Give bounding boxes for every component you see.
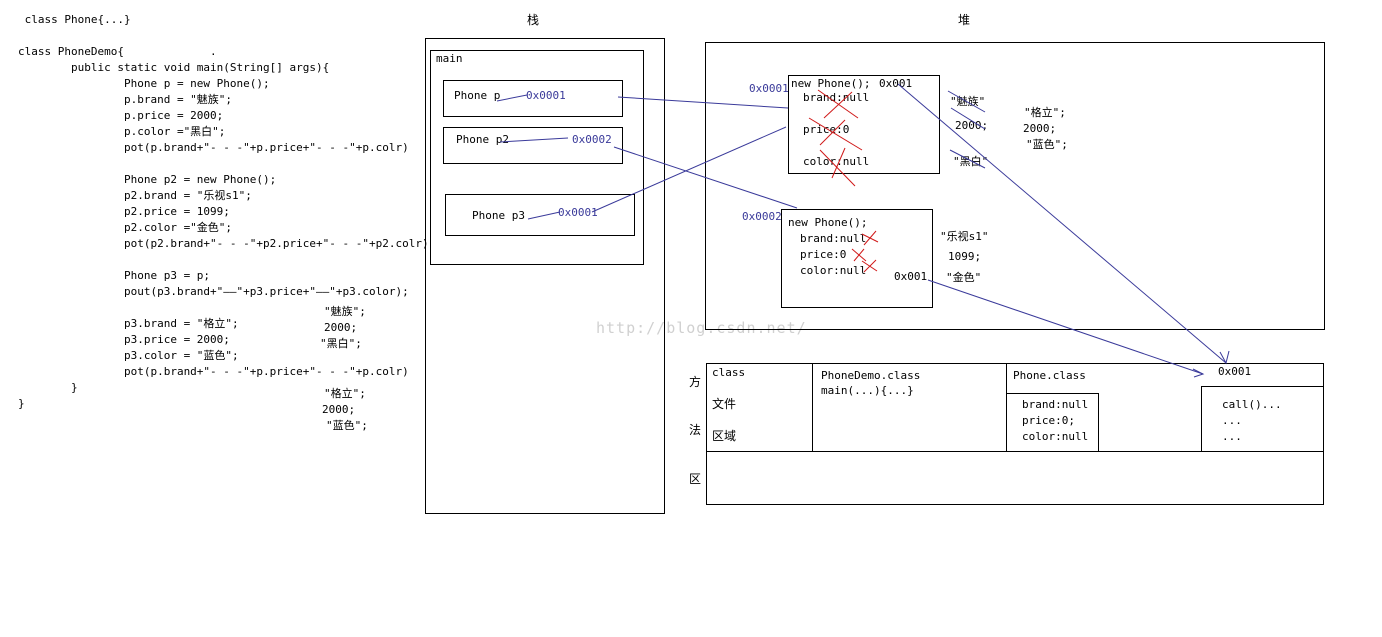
obj1-price-new: 2000; [1023,122,1057,135]
var-p2-box [443,127,623,164]
arrow-p3-tail [527,211,561,220]
var-p3-addr: 0x0001 [558,206,598,219]
stack-title: 栈 [527,13,540,27]
method-area-label-2: 法 [689,423,702,437]
output-brand-1: "魅族"; [324,305,366,318]
code-line: p3.brand = "格立"; [18,317,239,330]
var-p3-label: Phone p3 [472,209,525,222]
obj2-price-val: 1099; [948,250,982,263]
var-p-addr: 0x0001 [526,89,566,102]
var-p2-addr: 0x0002 [572,133,612,146]
code-line: class Phone{...} [18,13,131,26]
arrow-head-1 [1219,350,1230,365]
code-line: class PhoneDemo{ . [18,45,217,58]
method-area-label-3: 区 [689,472,702,486]
phone-field-color: color:null [1022,430,1089,443]
obj1-addr: 0x0001 [749,82,789,95]
reference-arrows [496,83,1230,378]
arrow-p-tail [496,94,528,102]
main-frame [430,50,644,265]
obj1-color: color:null [803,155,870,168]
var-p-label: Phone p [454,89,501,102]
arrow-p2-to-obj2 [613,146,798,209]
arrow-head-2 [1192,368,1205,378]
var-p3-box [445,194,635,236]
obj2-price: price:0 [800,248,847,261]
obj1-box [788,75,940,174]
heap-area [705,42,1325,330]
class-file-label-1: class [712,366,746,379]
code-line: } [18,397,25,410]
phone-class-fields [1006,393,1099,452]
code-line: p.brand = "魅族"; [18,93,233,106]
methods-addr: 0x001 [1218,365,1252,378]
value-strike-lines [947,90,986,169]
output-color-2: "蓝色"; [326,419,368,432]
arrow-obj1-to-methods [897,83,1227,364]
phonedemo-main: main(...){...} [821,384,914,397]
obj1-color-new: "蓝色"; [1026,138,1068,151]
code-line: Phone p2 = new Phone(); [18,173,277,186]
obj2-new: new Phone(); [788,216,868,229]
phone-field-price: price:0; [1022,414,1075,427]
output-price-1: 2000; [324,321,358,334]
obj2-addr: 0x0002 [742,210,782,223]
method-area-label-1: 方 [689,375,702,389]
arrow-obj2-to-methods [927,279,1204,375]
code-listing: class Phone{...} class PhoneDemo{ . publ… [18,12,429,412]
code-line: pot(p.brand+"- - -"+p.price+"- - -"+p.co… [18,141,409,154]
code-line: pot(p2.brand+"- - -"+p2.price+"- - -"+p2… [18,237,429,250]
obj2-color: color:null [800,264,867,277]
class-file-label-3: 区域 [712,429,737,443]
main-frame-label: main [436,52,463,65]
obj1-class-ref: 0x001 [879,77,913,90]
output-color-1: "黑白"; [320,337,362,350]
obj2-brand-val: "乐视s1" [940,230,989,243]
phone-class-name: Phone.class [1013,369,1086,382]
arrow-p3-to-obj1 [591,126,787,213]
code-line: p3.price = 2000; [18,333,230,346]
watermark: http://blog.csdn.net/ [596,319,807,337]
arrow-p-to-obj1 [617,96,789,109]
methods-box [1201,386,1324,452]
arrow-p2-tail [499,137,569,143]
obj1-price: price:0 [803,123,850,136]
code-line: pot(p.brand+"- - -"+p.price+"- - -"+p.co… [18,365,409,378]
class-file-label-2: 文件 [712,397,737,411]
output-brand-2: "格立"; [324,387,366,400]
obj2-brand: brand:null [800,232,867,245]
obj1-brand: brand:null [803,91,870,104]
code-line: p.price = 2000; [18,109,224,122]
code-line: p3.color = "蓝色"; [18,349,239,362]
obj2-color-val: "金色" [946,271,982,284]
var-p2-label: Phone p2 [456,133,509,146]
phonedemo-class-name: PhoneDemo.class [821,369,921,382]
code-line: Phone p = new Phone(); [18,77,270,90]
output-price-2: 2000; [322,403,356,416]
code-line: p.color ="黑白"; [18,125,226,138]
obj2-class-ref: 0x001 [894,270,928,283]
code-line: pout(p3.brand+"——"+p3.price+"——"+p3.colo… [18,285,409,298]
code-line: public static void main(String[] args){ [18,61,330,74]
code-line: p2.brand = "乐视s1"; [18,189,252,202]
method-call: call()... [1222,398,1282,411]
phone-field-brand: brand:null [1022,398,1089,411]
method-ellipsis-1: ... [1222,414,1242,427]
heap-title: 堆 [958,13,971,27]
code-line: p2.price = 1099; [18,205,230,218]
code-line: } [18,381,78,394]
obj2-box [781,209,933,308]
stack-area [425,38,665,514]
obj1-brand-old: "魅族" [950,95,986,108]
obj1-brand-new: "格立"; [1024,106,1066,119]
code-line: Phone p3 = p; [18,269,211,282]
method-ellipsis-2: ... [1222,430,1242,443]
code-line: p2.color ="金色"; [18,221,233,234]
obj1-new: new Phone(); [791,77,871,90]
var-p-box [443,80,623,117]
obj1-price-old: 2000; [955,119,989,132]
cross-outs [808,89,879,273]
